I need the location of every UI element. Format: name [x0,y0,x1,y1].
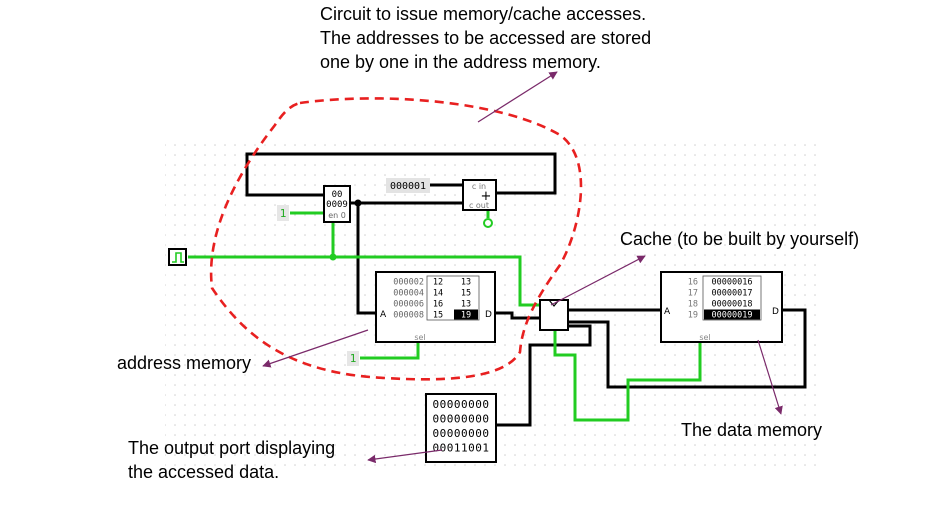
address-row-addr: 000004 [393,289,424,299]
counter-enable-label: en 0 [328,211,346,220]
data-memory-rows: 16 00000016 17 00000017 18 00000018 19 00000019 [688,275,762,321]
counter-register[interactable]: 00 0009 en 0 [323,185,351,223]
circuit-description-annotation: Circuit to issue memory/cache accesses. … [320,2,651,74]
data-row-addr: 19 [688,311,698,321]
address-memory-annotation: address memory [117,351,251,375]
address-row-cell: 14 [433,289,443,299]
output-port-annotation-line1: The output port displaying [128,438,336,458]
adder-cout-pin [483,218,493,228]
enable-constant: 1 [280,207,287,220]
counter-value-bottom: 0009 [326,200,348,210]
address-memory-annotation-text: address memory [117,353,252,373]
cache-component[interactable] [539,299,569,331]
sel-constant-box [347,351,359,366]
data-row-addr: 16 [688,278,698,288]
address-row-addr: 000002 [393,278,424,288]
data-row-selected-highlight [704,309,760,320]
data-memory-port-a: A [664,307,671,317]
address-row-cell: 15 [433,311,443,321]
counter-value-top: 00 [332,190,343,200]
data-memory-sel: sel [699,333,710,342]
data-memory-annotation-text: The data memory [681,420,823,440]
address-memory-rows: 000002 12 13 000004 14 15 000006 16 13 000008 15 19 [393,275,480,321]
address-row-cell: 16 [433,300,443,310]
output-port-line: 00000000 [433,398,490,411]
circuit-description-line3: one by one in the address memory. [320,52,601,72]
wires-black [245,152,807,427]
data-memory-annotation: The data memory [681,418,822,442]
data-row-addr: 17 [688,289,698,299]
adder-cin-label: c in [472,182,486,191]
address-row-cell: 12 [433,278,443,288]
output-port-annotation-line2: the accessed data. [128,462,280,482]
cache-annotation: Cache (to be built by yourself) [620,227,859,251]
address-memory-port-a: A [380,310,387,320]
wire-junction [354,199,362,207]
address-row-cell: 13 [461,300,471,310]
data-row-value: 00000016 [712,278,753,288]
address-row-addr: 000008 [393,311,424,321]
sel-constant: 1 [350,352,357,365]
address-row-addr: 000006 [393,300,424,310]
enable-constant-box [277,205,289,221]
increment-constant-box [386,178,430,193]
circuit-description-line2: The addresses to be accessed are stored [320,28,652,48]
output-port-line: 00011001 [433,442,490,455]
adder[interactable]: c in + c out [462,179,497,211]
address-memory-port-d: D [485,310,492,320]
output-port-line: 00000000 [433,413,490,426]
address-row-selected-highlight [454,309,478,320]
circuit-description-line1: Circuit to issue memory/cache accesses. [320,4,647,24]
output-port-line: 00000000 [433,427,490,440]
adder-cout-label: c out [469,201,489,210]
data-row-value: 00000018 [712,300,753,310]
wire-junction-clock [329,253,337,261]
data-row-value: 00000019 [712,311,753,321]
data-memory-port-d: D [772,307,779,317]
clock-source[interactable] [168,248,187,266]
address-row-cell: 15 [461,289,471,299]
address-row-cell: 13 [461,278,471,288]
data-row-addr: 18 [688,300,698,310]
increment-constant: 000001 [390,181,426,192]
annotation-arrows [262,71,783,464]
adder-plus-icon: + [481,189,492,204]
circuit-highlight-outline [209,97,583,381]
data-row-value: 00000017 [712,289,753,299]
output-port-annotation: The output port displaying the accessed … [128,436,335,484]
cache-annotation-text: Cache (to be built by yourself) [620,229,860,249]
address-memory-sel: sel [414,333,425,342]
address-row-cell: 19 [461,311,471,321]
data-memory[interactable]: A D sel 16 00000016 17 00000017 18 00000018 19… [660,271,783,343]
